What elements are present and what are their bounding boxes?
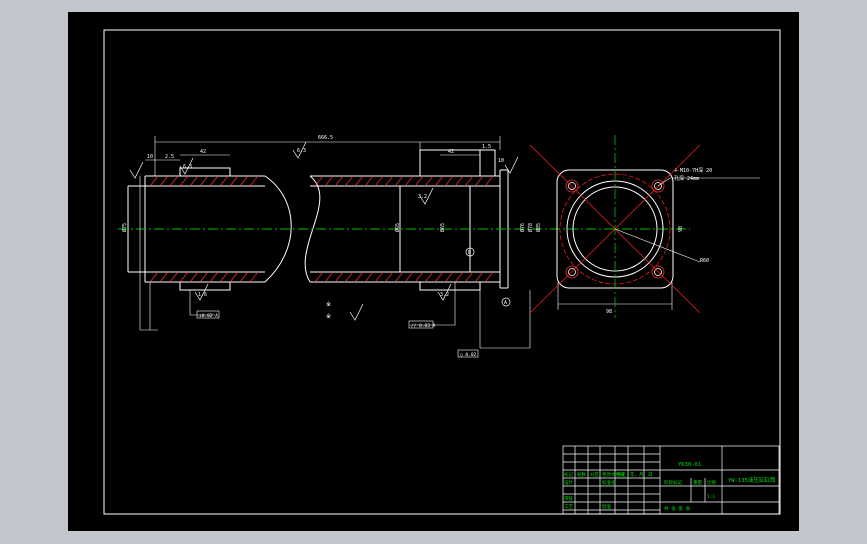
scale-value: 1:1: [707, 494, 715, 500]
dim-left-small-label: 10: [147, 154, 153, 160]
standard-label: 标准化: [602, 479, 616, 486]
left-dia-label: Ø75: [121, 223, 128, 232]
surface-mark-5: 6.3: [183, 164, 192, 170]
stage-mark-label: 阶段标记: [664, 479, 682, 486]
right-dia-1-label: Ø76: [519, 223, 526, 232]
tube-side-view: [127, 149, 509, 291]
symbol-1: ※: [326, 301, 331, 308]
flange-end-view: [529, 135, 760, 318]
row-label-3: 更改文件号: [602, 471, 625, 478]
surface-symbols: [129, 141, 519, 321]
datum-a: A: [504, 300, 507, 306]
overall-length-label: 666.5: [318, 135, 333, 141]
symbol-2: ※: [326, 313, 331, 320]
approve-label: 批准: [602, 503, 611, 510]
thread-note-2: 孔深 24mm: [674, 175, 699, 182]
flange-height-label: 98: [678, 226, 684, 232]
tolerance-frames: ⊥0.02 A // 0.03 A ○ 0.02: [196, 310, 479, 358]
dim-left-2-label: 42: [200, 149, 206, 155]
surface-mark-4: 3.2: [440, 292, 449, 298]
tol-box-3: ○ 0.02: [460, 352, 477, 358]
hatch-pattern: [149, 175, 494, 283]
right-dia-3-label: Ø85: [535, 223, 542, 232]
row-label-4: 签名: [617, 471, 626, 478]
sheets-label: 共 张 第 张: [664, 505, 691, 512]
surface-mark-2: 3.2: [418, 194, 427, 200]
weight-label: 重量: [693, 479, 702, 486]
design-label: 设计: [564, 479, 573, 486]
inner-dia-label: Ø65: [394, 223, 401, 232]
row-label-5: 年、月、日: [630, 471, 653, 478]
title-block: [562, 445, 780, 515]
row-label-2: 分区: [590, 471, 599, 478]
tol-box-1: ⊥0.02 A: [199, 313, 218, 319]
dim-right-3-label: 10: [498, 158, 504, 164]
row-label-1: 处数: [577, 471, 586, 478]
datum-b: B: [468, 250, 471, 256]
part-code: YK30-01: [678, 462, 701, 468]
process-label: 工艺: [564, 504, 573, 510]
dimension-lines: [139, 136, 673, 349]
thread-note: 4-M10-7H深 20: [674, 167, 712, 174]
part-name: YW-135液压缸缸筒: [728, 476, 776, 484]
right-dia-2-label: Ø78: [527, 223, 534, 232]
datum-markers: B A: [465, 247, 511, 307]
check-label: 审核: [564, 495, 573, 502]
radius-label: R60: [700, 258, 709, 264]
dim-right-1-label: 42: [448, 149, 454, 155]
flange-width-label: 98: [606, 309, 612, 315]
drawing-border: [103, 29, 781, 515]
row-label-0: 标记: [564, 471, 573, 478]
inner-dia-2-label: Ø65: [439, 223, 446, 232]
tol-box-2: // 0.03 A: [411, 323, 436, 329]
dim-left-1-label: 2.5: [165, 154, 174, 160]
scale-label: 比例: [707, 479, 716, 486]
title-block-text: YK30-01 YW-135液压缸缸筒 标记 处数 分区 更改文件号 签名 年、…: [564, 462, 776, 512]
dim-right-2-label: 1.5: [482, 144, 491, 150]
misc-symbols: ※ ※: [326, 301, 331, 320]
